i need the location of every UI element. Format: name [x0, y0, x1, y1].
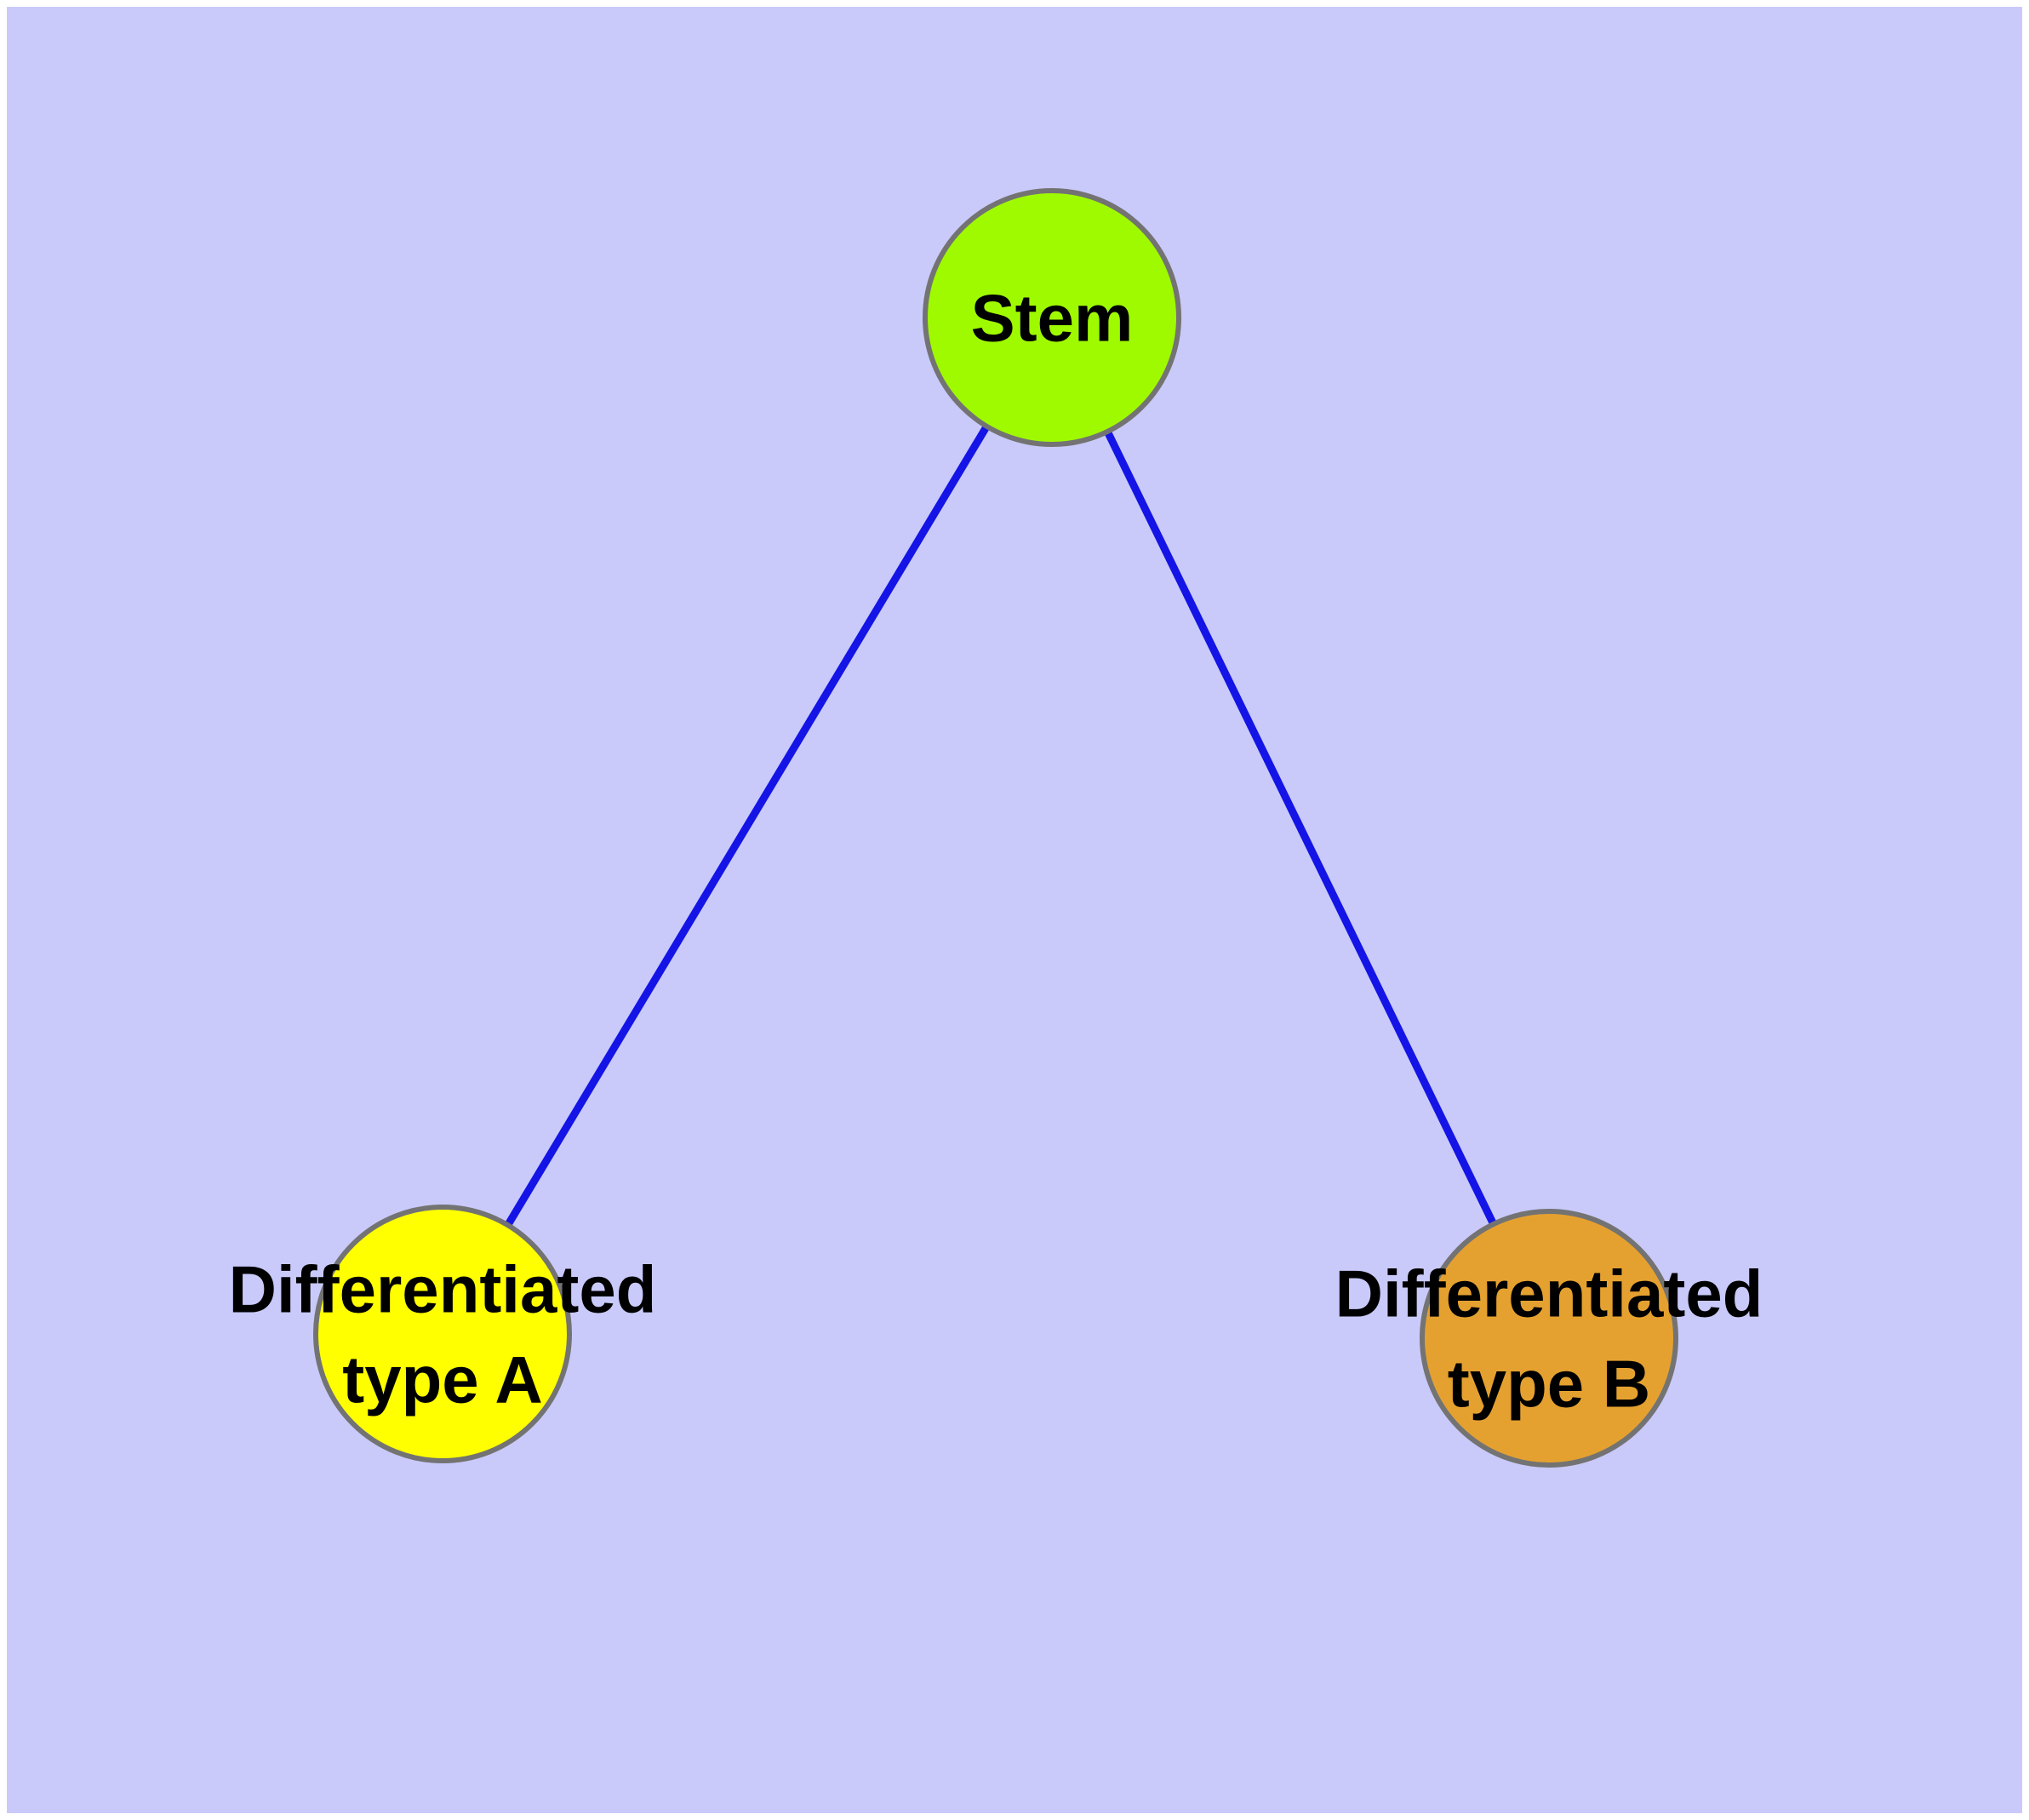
graph-node-label-diff_a: Differentiated type A — [229, 1251, 657, 1417]
edges-layer — [504, 423, 1498, 1228]
graph-node-diff_a[interactable] — [313, 1205, 572, 1463]
graph-node-stem[interactable] — [923, 188, 1181, 447]
graph-node-label-line: type A — [342, 1342, 543, 1417]
graph-node-diff_b[interactable] — [1420, 1209, 1678, 1468]
graph-edge-stem-to-diff-b — [1103, 429, 1498, 1227]
graph-node-label-line: type B — [1448, 1346, 1650, 1421]
nodes-layer — [313, 188, 1678, 1468]
graph-node-label-line: Differentiated — [229, 1251, 657, 1326]
graph-node-label-diff_b: Differentiated type B — [1335, 1256, 1763, 1421]
graph-node-label-line: Differentiated — [1335, 1256, 1763, 1331]
graph-node-label-stem: Stem — [971, 280, 1134, 355]
graph-edge-stem-to-diff-a — [504, 423, 991, 1228]
graph-node-label-line: Stem — [971, 280, 1134, 355]
